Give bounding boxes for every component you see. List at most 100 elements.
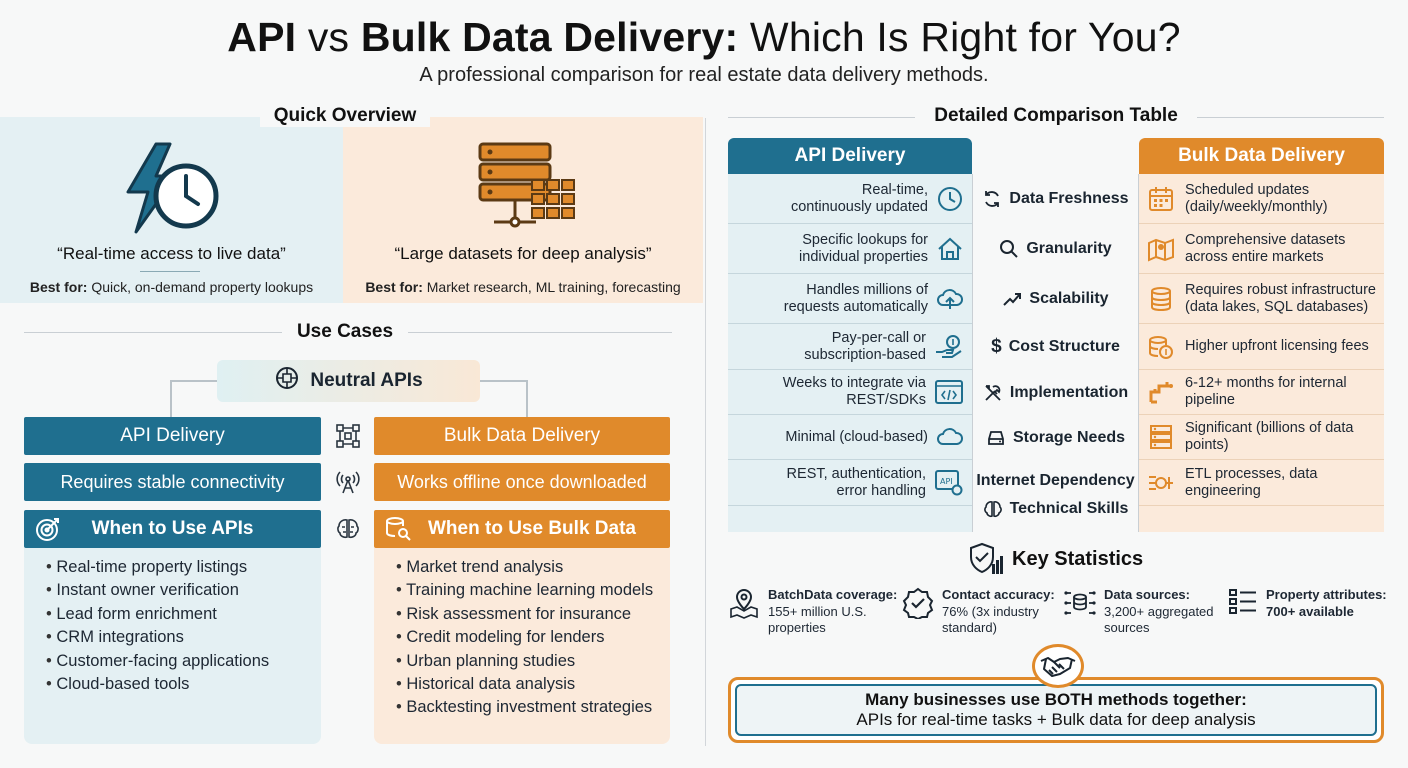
both-methods-line1: Many businesses use BOTH methods togethe… bbox=[865, 690, 1247, 709]
connector-left bbox=[170, 380, 217, 382]
both-methods-line2: APIs for real-time tasks + Bulk data for… bbox=[856, 710, 1256, 729]
location-map-icon bbox=[730, 588, 758, 619]
neutral-apis-label: Neutral APIs bbox=[310, 370, 423, 391]
table-cell: Significant (billions of data points) bbox=[1185, 420, 1354, 453]
list-item: Market trend analysis bbox=[396, 556, 670, 579]
table-row-bulk: Scheduled updates (daily/weekly/monthly) bbox=[1139, 174, 1384, 224]
data-search-icon bbox=[384, 515, 412, 549]
lightning-clock-icon bbox=[118, 140, 222, 241]
api-when-label: When to Use APIs bbox=[91, 518, 254, 539]
hard-drive-icon bbox=[988, 430, 1004, 445]
criterion-label: Implementation bbox=[1009, 383, 1129, 401]
coins-icon bbox=[1149, 335, 1173, 359]
list-item: CRM integrations bbox=[46, 626, 321, 649]
use-cases-api-title: API Delivery bbox=[24, 417, 321, 455]
table-row-criterion: Internet Dependency bbox=[973, 464, 1138, 498]
table-cell: Scheduled updates (daily/weekly/monthly) bbox=[1185, 181, 1328, 215]
page-subtitle: A professional comparison for real estat… bbox=[419, 64, 989, 86]
table-row-api: Handles millions of requests automatical… bbox=[728, 274, 972, 324]
table-row-bulk: Significant (billions of data points) bbox=[1139, 415, 1384, 460]
refresh-icon bbox=[985, 191, 1000, 207]
house-icon bbox=[938, 237, 962, 260]
table-cell: Higher upfront licensing fees bbox=[1185, 338, 1369, 354]
handshake-icon bbox=[1032, 644, 1084, 688]
table-row-criterion: $ Cost Structure bbox=[973, 324, 1138, 370]
bulk-requirement: Works offline once downloaded bbox=[374, 463, 670, 501]
list-item: Real-time property listings bbox=[46, 556, 321, 579]
criterion-label: Cost Structure bbox=[1008, 338, 1120, 355]
table-bulk-header: Bulk Data Delivery bbox=[1139, 138, 1384, 174]
bulk-when-header: When to Use Bulk Data bbox=[374, 510, 670, 548]
target-icon bbox=[34, 515, 62, 549]
stat-text: BatchData coverage:155+ million U.S. pro… bbox=[768, 587, 898, 635]
table-heading: Detailed Comparison Table bbox=[915, 105, 1197, 127]
server-stack-icon bbox=[472, 140, 576, 241]
table-divider-left bbox=[972, 174, 973, 532]
stat-text: Property attributes:700+ available bbox=[1266, 587, 1387, 619]
list-item: Instant owner verification bbox=[46, 579, 321, 602]
brain-icon bbox=[983, 501, 1002, 518]
calendar-icon bbox=[1149, 186, 1173, 211]
criterion-label: Storage Needs bbox=[1012, 428, 1126, 446]
criterion-label: Internet Dependency bbox=[976, 472, 1135, 489]
criterion-label: Granularity bbox=[1026, 240, 1112, 257]
table-row-api: Minimal (cloud-based) bbox=[728, 415, 972, 460]
brain-chip-icon bbox=[274, 365, 300, 397]
code-window-icon bbox=[935, 380, 963, 404]
stats-heading-row: Key Statistics bbox=[968, 542, 1143, 576]
table-row-criterion: Technical Skills bbox=[973, 495, 1138, 523]
tools-icon bbox=[985, 384, 1001, 401]
table-row-criterion: Data Freshness bbox=[973, 174, 1138, 224]
table-cell: Specific lookups for individual properti… bbox=[799, 231, 928, 265]
page-title: API vs Bulk Data Delivery: Which Is Righ… bbox=[227, 14, 1181, 60]
overview-api-quote: “Real-time access to live data” bbox=[57, 244, 286, 263]
api-use-list: Real-time property listings Instant owne… bbox=[24, 548, 321, 744]
stat-attributes: Property attributes:700+ available bbox=[1228, 587, 1388, 620]
table-row-api: Weeks to integrate via REST/SDKs bbox=[728, 370, 972, 415]
hub-network-icon bbox=[1064, 591, 1096, 615]
server-rack-icon bbox=[1150, 425, 1172, 449]
pipeline-icon bbox=[1149, 382, 1173, 404]
stat-accuracy: Contact accuracy:76% (3x industry standa… bbox=[902, 587, 1060, 637]
both-methods-inner: Many businesses use BOTH methods togethe… bbox=[735, 684, 1377, 736]
table-cell: ETL processes, data engineering bbox=[1185, 465, 1318, 499]
connector-left-drop bbox=[170, 380, 172, 417]
search-icon bbox=[1000, 240, 1019, 258]
table-divider-right bbox=[1138, 174, 1139, 532]
table-cell: Weeks to integrate via REST/SDKs bbox=[782, 375, 926, 408]
table-row-criterion: Storage Needs bbox=[973, 415, 1138, 460]
list-item: Urban planning studies bbox=[396, 650, 670, 673]
bulk-use-list: Market trend analysis Training machine l… bbox=[374, 548, 670, 744]
verified-badge-icon bbox=[902, 587, 934, 619]
bulk-when-label: When to Use Bulk Data bbox=[428, 518, 636, 539]
map-pin-icon bbox=[1148, 238, 1174, 262]
table-row-api: Real-time, continuously updated bbox=[728, 174, 972, 224]
stats-heading: Key Statistics bbox=[1012, 547, 1144, 570]
list-item: Backtesting investment strategies bbox=[396, 696, 670, 719]
api-when-header: When to Use APIs bbox=[24, 510, 321, 548]
column-divider bbox=[705, 118, 706, 746]
cloud-icon bbox=[937, 428, 963, 445]
table-cell: Real-time, continuously updated bbox=[790, 181, 928, 215]
list-icon bbox=[1229, 589, 1256, 614]
criterion-label: Data Freshness bbox=[1009, 190, 1129, 207]
wifi-tower-icon bbox=[334, 468, 362, 496]
cloud-upload-icon bbox=[937, 288, 963, 309]
table-row-api: Pay-per-call or subscription-based bbox=[728, 324, 972, 370]
use-cases-bulk-title: Bulk Data Delivery bbox=[374, 417, 670, 455]
connector-right-drop bbox=[526, 380, 528, 417]
table-row-bulk: Requires robust infrastructure (data lak… bbox=[1139, 274, 1384, 324]
table-row-bulk: 6-12+ months for internal pipeline bbox=[1139, 370, 1384, 415]
stat-text: Data sources:3,200+ aggregated sources bbox=[1104, 587, 1214, 635]
table-cell: Handles millions of requests automatical… bbox=[783, 281, 928, 315]
network-icon bbox=[334, 422, 362, 450]
stat-sources: Data sources:3,200+ aggregated sources bbox=[1064, 587, 1224, 637]
list-item: Training machine learning models bbox=[396, 579, 670, 602]
table-row-api: Specific lookups for individual properti… bbox=[728, 224, 972, 274]
table-row-api: REST, authentication, error handling API bbox=[728, 460, 972, 506]
criterion-label: Scalability bbox=[1029, 290, 1109, 307]
overview-api-best-for: Best for: Quick, on-demand property look… bbox=[29, 279, 314, 295]
table-row-bulk: Comprehensive datasets across entire mar… bbox=[1139, 224, 1384, 274]
dollar-icon: $ bbox=[991, 336, 1002, 357]
table-row-bulk: ETL processes, data engineering bbox=[1139, 460, 1384, 506]
